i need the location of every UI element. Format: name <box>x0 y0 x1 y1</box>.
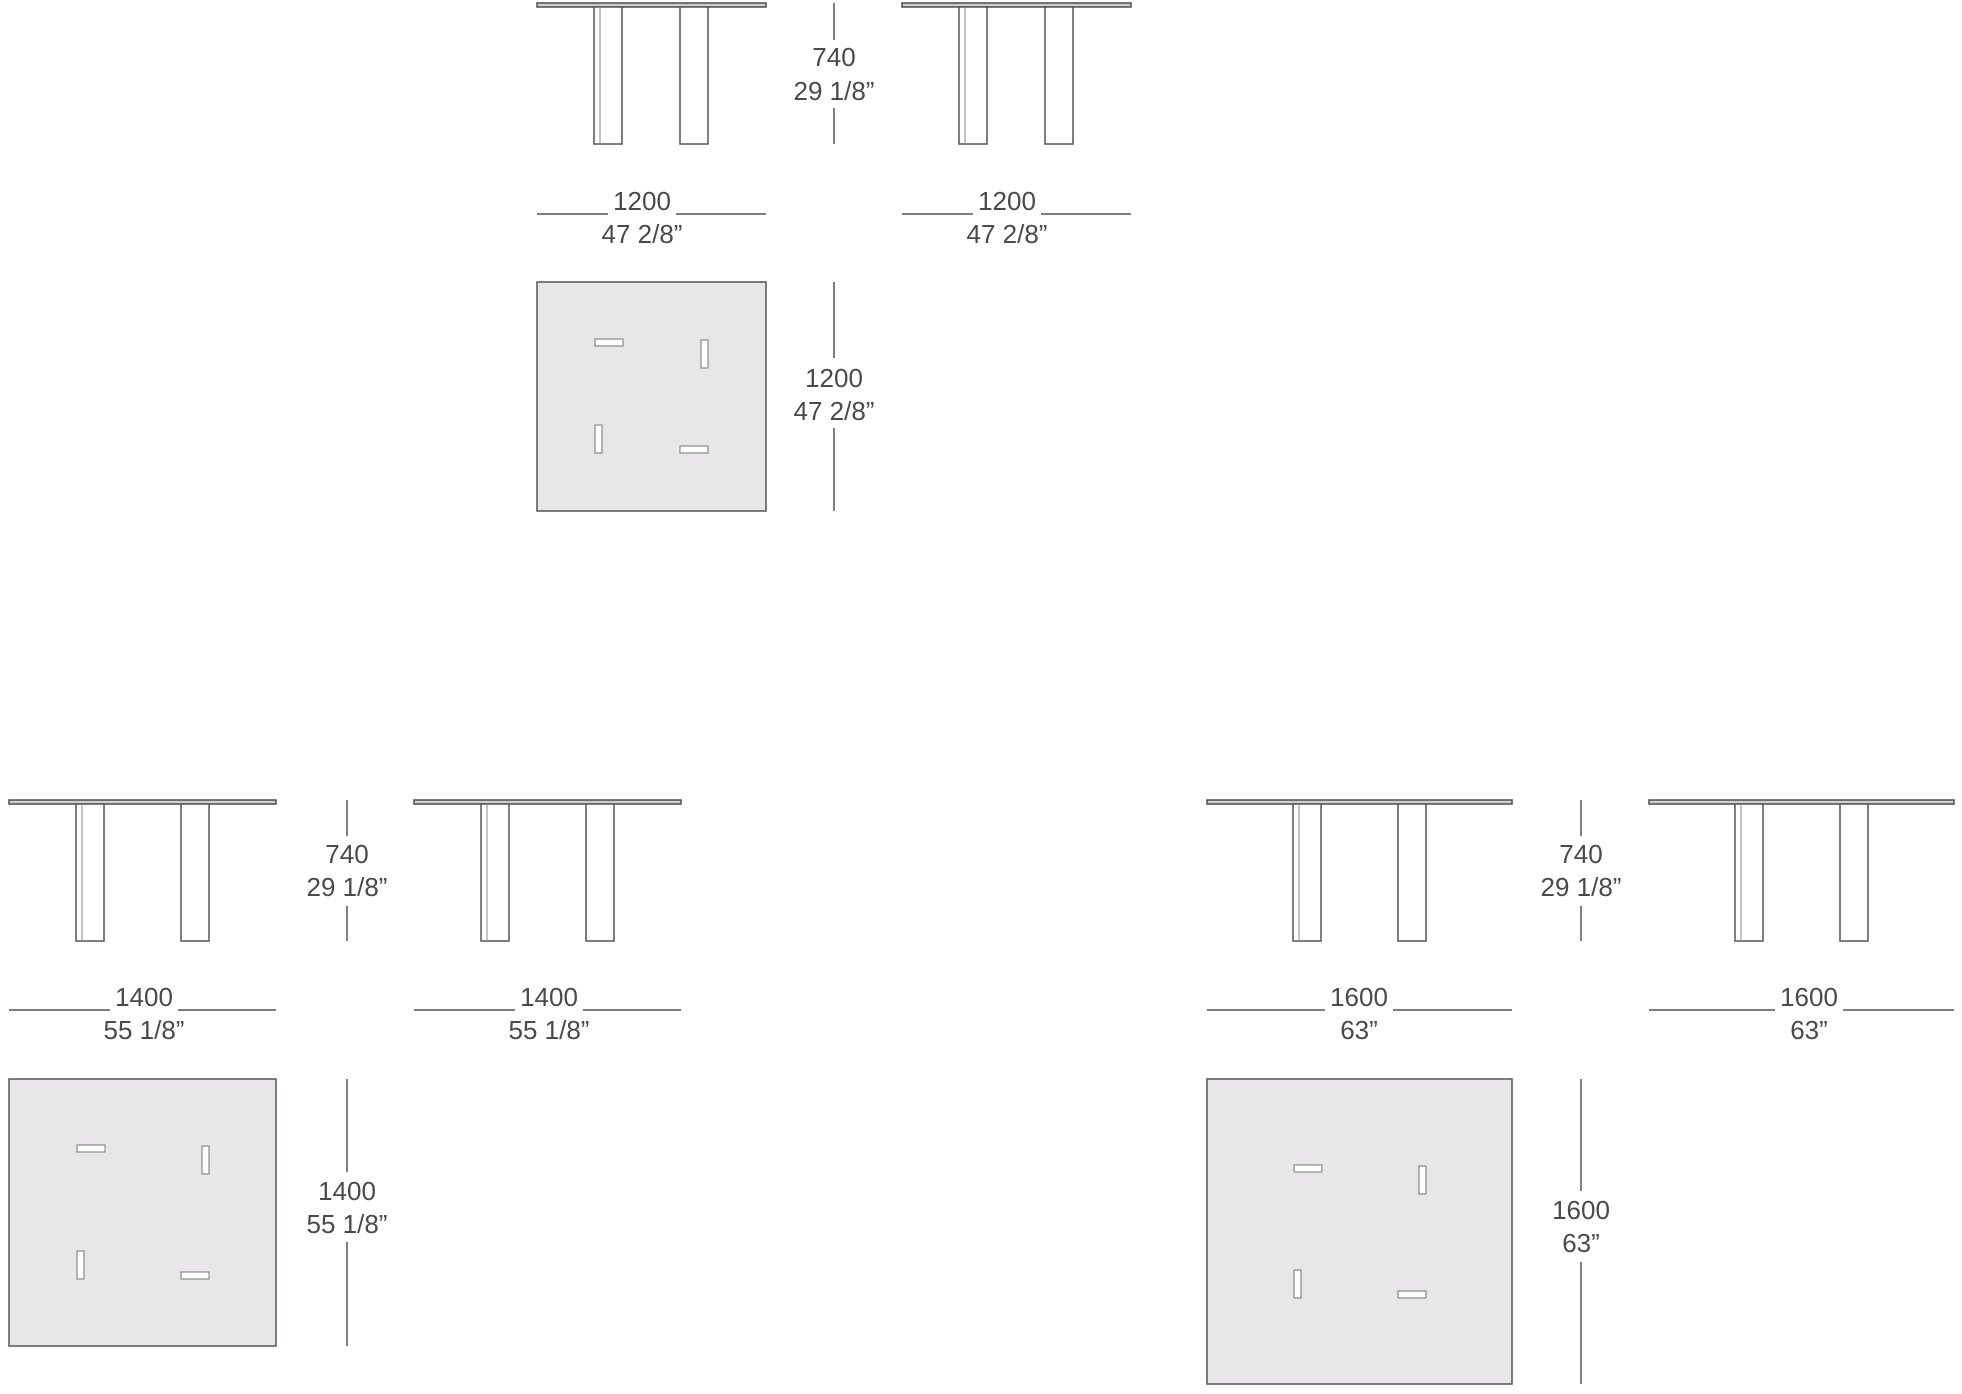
table-1600-height-dimension: 740 29 1/8” <box>1541 800 1622 941</box>
foot-plate <box>594 338 624 347</box>
table-1400-front-width-dimension: 1400 55 1/8” <box>9 982 276 1045</box>
table-1600-side-width-mm: 1600 <box>1780 982 1838 1012</box>
table-1600-plan-view <box>1206 1078 1513 1385</box>
table-1400-plan-depth-dimension: 1400 55 1/8” <box>307 1079 388 1346</box>
table-1200-front-width-dimension: 1200 47 2/8” <box>537 186 766 249</box>
table-1200-side-width-dimension: 1200 47 2/8” <box>902 186 1131 249</box>
table-1400-height-in: 29 1/8” <box>307 872 388 902</box>
table-1200-side-width-in: 47 2/8” <box>967 219 1048 249</box>
table-1200-front-width-mm: 1200 <box>613 186 671 216</box>
foot-plate <box>1418 1165 1427 1195</box>
table-1600-side-elevation <box>1648 799 1955 942</box>
table-1600-front-width-dimension: 1600 63” <box>1207 982 1512 1045</box>
table-1200-side-elevation <box>901 2 1132 145</box>
table-1600-front-width-in: 63” <box>1340 1015 1378 1045</box>
table-1400-plan-depth-in: 55 1/8” <box>307 1209 388 1239</box>
foot-plate <box>76 1144 106 1153</box>
table-1400-height-mm: 740 <box>325 839 368 869</box>
table-1400-front-width-mm: 1400 <box>115 982 173 1012</box>
table-1200-height-dimension: 740 29 1/8” <box>794 3 875 144</box>
table-1200-front-width-in: 47 2/8” <box>602 219 683 249</box>
table-1400-group: 740 29 1/8” 1400 55 1/8” 1400 55 1/8” <box>8 799 682 1347</box>
table-1600-side-width-in: 63” <box>1790 1015 1828 1045</box>
table-1200-plan-depth-in: 47 2/8” <box>794 396 875 426</box>
table-1400-plan-depth-mm: 1400 <box>318 1176 376 1206</box>
table-1400-side-elevation <box>413 799 682 942</box>
table-1200-plan-depth-dimension: 1200 47 2/8” <box>794 282 875 511</box>
foot-plate <box>1293 1164 1323 1173</box>
foot-plate <box>700 339 709 369</box>
foot-plate <box>180 1271 210 1280</box>
table-1400-side-width-in: 55 1/8” <box>509 1015 590 1045</box>
table-1400-height-dimension: 740 29 1/8” <box>307 800 388 941</box>
table-1600-front-width-mm: 1600 <box>1330 982 1388 1012</box>
table-1400-side-width-mm: 1400 <box>520 982 578 1012</box>
table-1400-front-width-in: 55 1/8” <box>104 1015 185 1045</box>
table-1200-plan-depth-mm: 1200 <box>805 363 863 393</box>
foot-plate <box>1397 1290 1427 1299</box>
table-1200-front-elevation <box>536 2 767 145</box>
table-1400-front-elevation <box>8 799 277 942</box>
table-1200-height-mm: 740 <box>812 42 855 72</box>
table-1600-front-elevation <box>1206 799 1513 942</box>
table-1600-plan-depth-dimension: 1600 63” <box>1552 1079 1610 1384</box>
table-1600-height-in: 29 1/8” <box>1541 872 1622 902</box>
foot-plate <box>1293 1269 1302 1299</box>
table-1200-plan-view <box>536 281 767 512</box>
table-1600-height-mm: 740 <box>1559 839 1602 869</box>
foot-plate <box>76 1250 85 1280</box>
table-1600-side-width-dimension: 1600 63” <box>1649 982 1954 1045</box>
table-1200-side-width-mm: 1200 <box>978 186 1036 216</box>
table-1600-group: 740 29 1/8” 1600 63” 1600 63” <box>1206 799 1955 1385</box>
foot-plate <box>679 445 709 454</box>
table-1200-group: 740 29 1/8” 1200 47 2/8” 1200 47 2/8” <box>536 2 1132 512</box>
table-1600-plan-depth-mm: 1600 <box>1552 1195 1610 1225</box>
table-1600-plan-depth-in: 63” <box>1562 1228 1600 1258</box>
table-1400-plan-view <box>8 1078 277 1347</box>
foot-plate <box>201 1145 210 1175</box>
table-1200-height-in: 29 1/8” <box>794 76 875 106</box>
foot-plate <box>594 424 603 454</box>
table-1400-side-width-dimension: 1400 55 1/8” <box>414 982 681 1045</box>
